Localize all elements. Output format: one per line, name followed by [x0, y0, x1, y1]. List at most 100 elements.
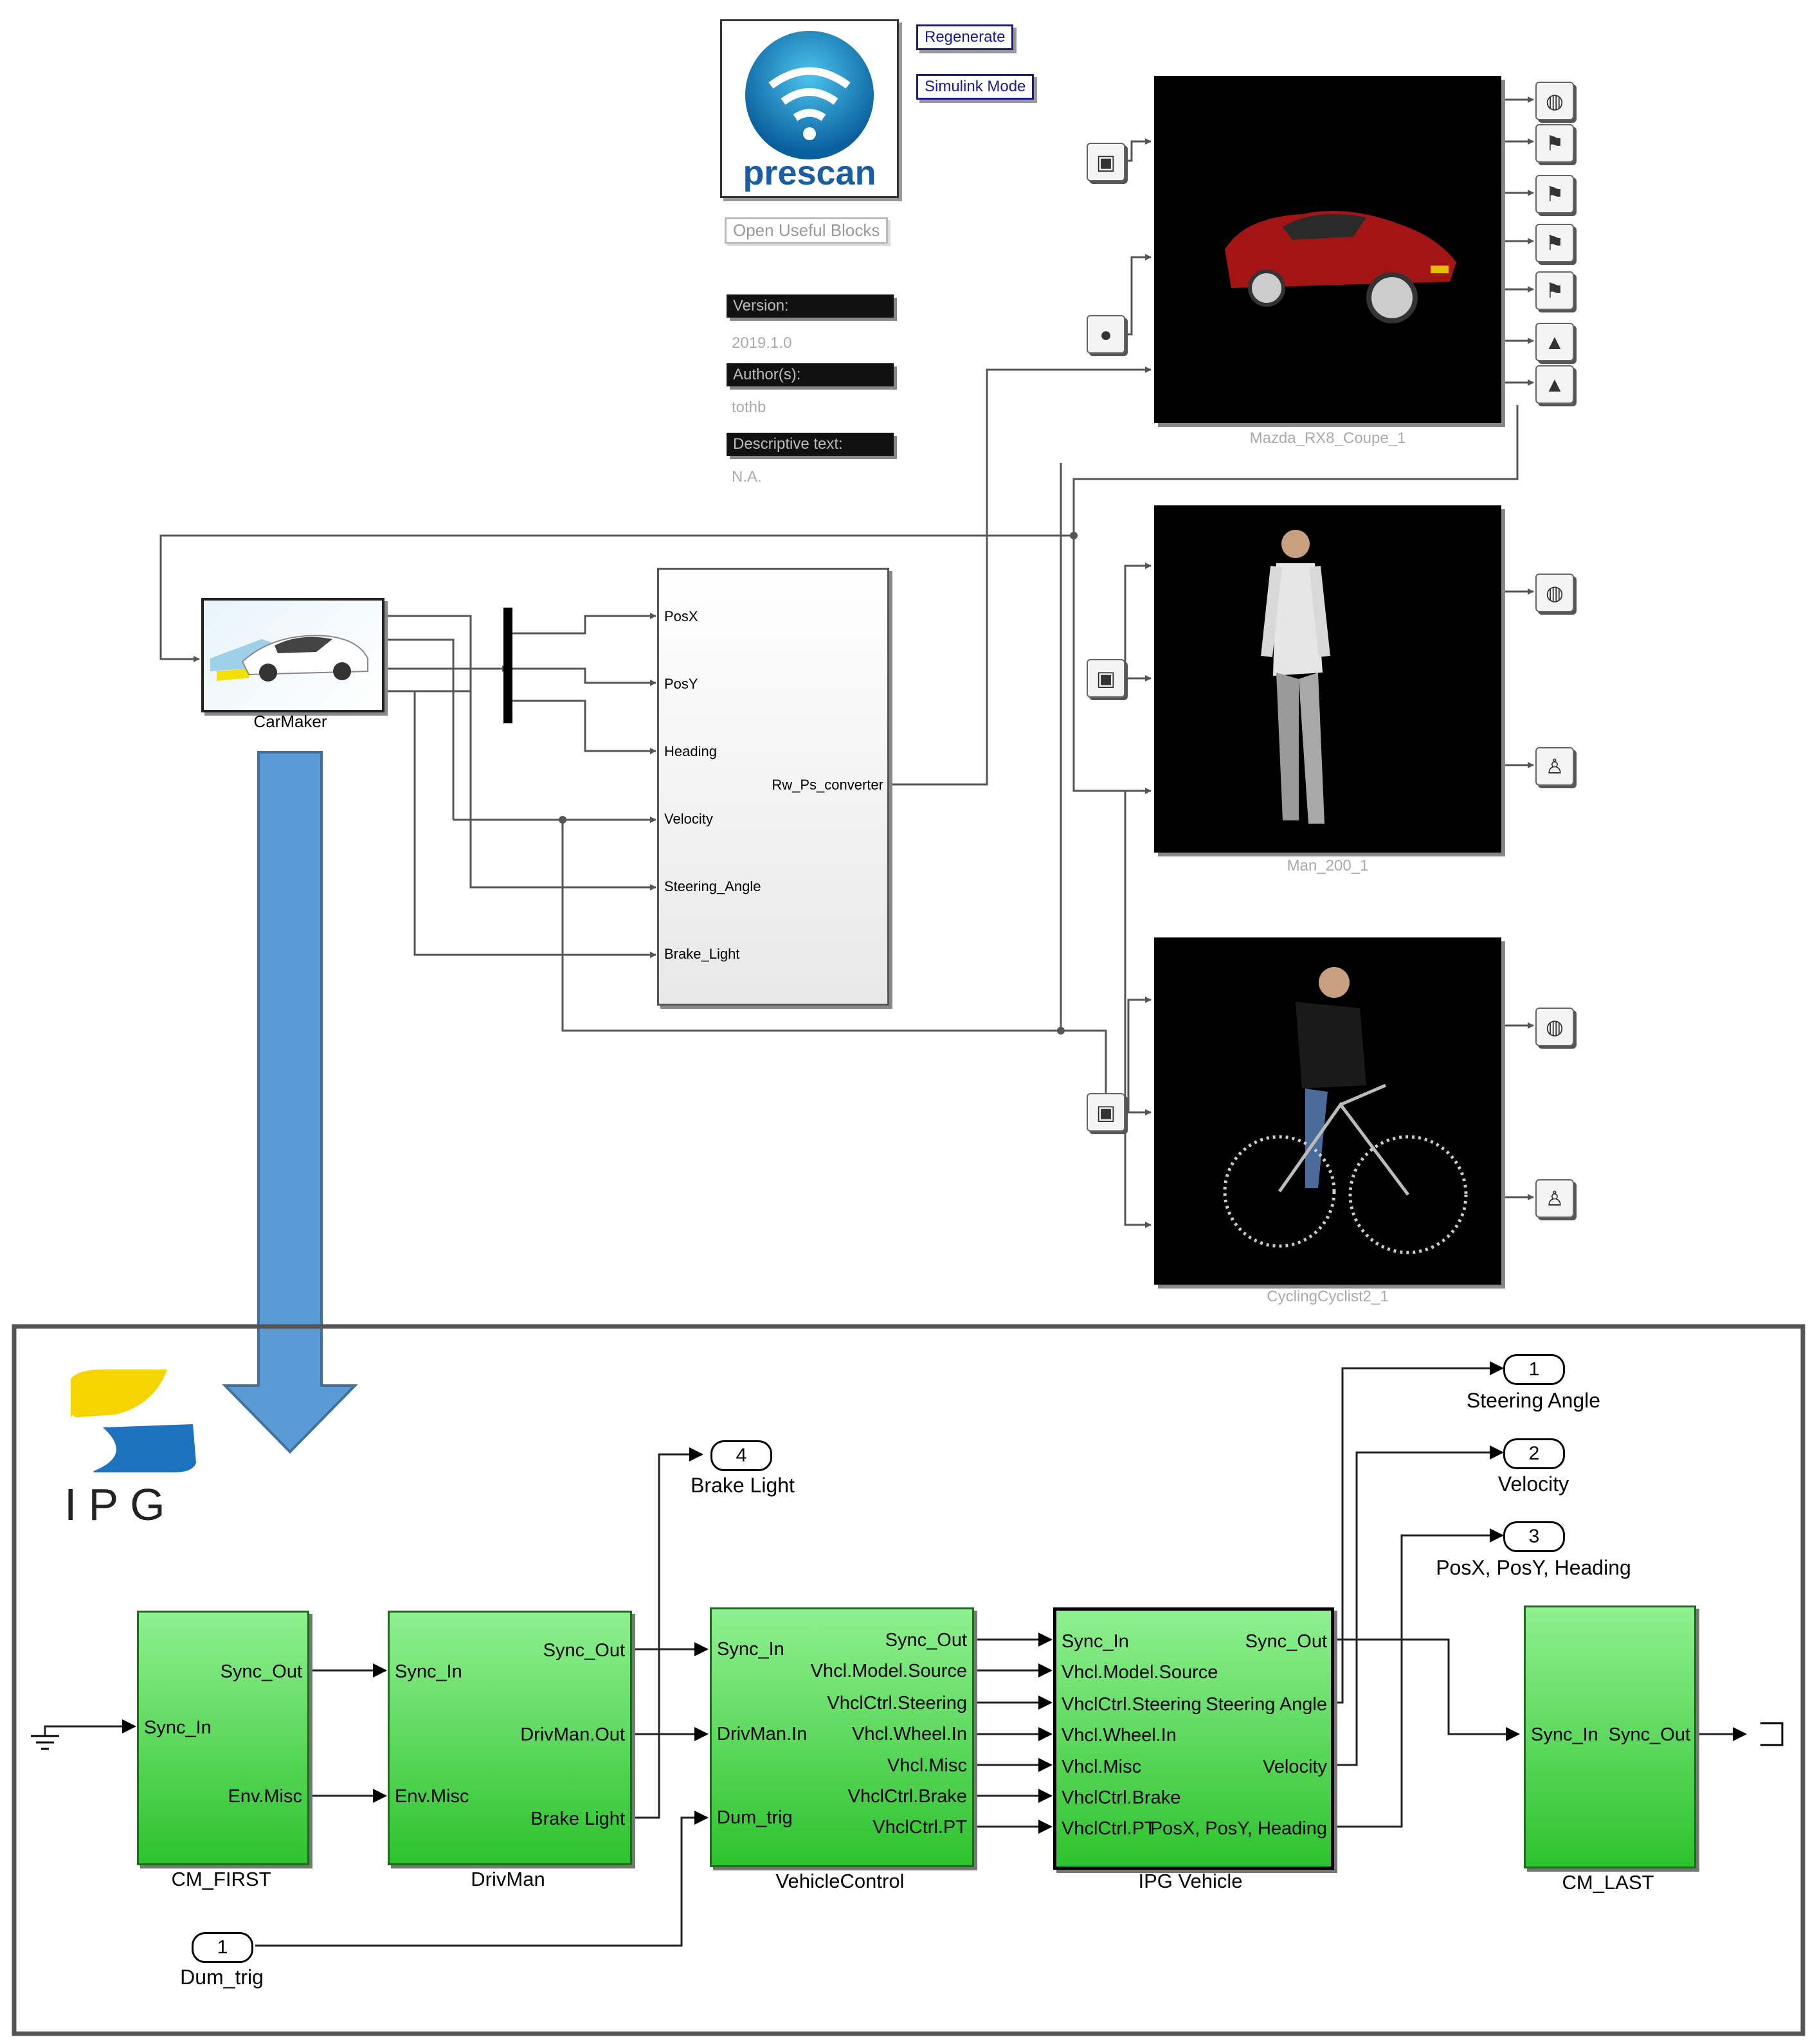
vehiclecontrol-out-sync: Sync_Out: [885, 1630, 967, 1651]
viewer-mazda-caption: Mazda_RX8_Coupe_1: [1249, 430, 1406, 447]
ipg-vehicle-out-velocity: Velocity: [1263, 1757, 1327, 1777]
ipg-vehicle-out-sync: Sync_Out: [1245, 1631, 1327, 1652]
pedestrian-render: [1261, 530, 1330, 824]
vehiclecontrol-label: VehicleControl: [775, 1870, 905, 1892]
ipg-vehicle-in-steering: VhclCtrl.Steering: [1062, 1694, 1202, 1715]
vehiclecontrol-out-model-source: Vhcl.Model.Source: [810, 1661, 967, 1681]
ipg-vehicle-in-pt: VhclCtrl.PT: [1062, 1818, 1156, 1839]
open-useful-blocks-button[interactable]: Open Useful Blocks: [725, 217, 889, 244]
descriptive-text-value: N.A.: [732, 468, 762, 485]
ipg-vehicle-block[interactable]: Sync_In Vhcl.Model.Source VhclCtrl.Steer…: [1053, 1607, 1334, 1870]
vehiclecontrol-out-pt: VhclCtrl.PT: [872, 1817, 967, 1838]
sensor-input-icon[interactable]: ▣: [1087, 143, 1125, 181]
ipg-vehicle-in-wheel: Vhcl.Wheel.In: [1062, 1725, 1177, 1746]
outport-steering-angle[interactable]: 1: [1503, 1354, 1565, 1385]
outport-velocity-label: Velocity: [1497, 1472, 1569, 1496]
input-port-velocity: Velocity: [664, 811, 713, 827]
regenerate-button[interactable]: Regenerate: [916, 24, 1014, 50]
ipg-emblem-icon: [69, 1370, 196, 1474]
outport-brake-light[interactable]: 4: [710, 1440, 772, 1471]
prescan-logo[interactable]: prescan: [720, 19, 899, 198]
descriptive-text-header: Descriptive text:: [727, 433, 894, 456]
cm-first-in-sync: Sync_In: [144, 1717, 212, 1738]
vehiclecontrol-out-misc: Vhcl.Misc: [887, 1755, 967, 1776]
viewer-cyclist[interactable]: [1154, 937, 1501, 1285]
ipg-vehicle-in-misc: Vhcl.Misc: [1062, 1757, 1142, 1777]
ipg-vehicle-in-brake: VhclCtrl.Brake: [1062, 1787, 1181, 1808]
viewer-man-caption: Man_200_1: [1287, 857, 1369, 874]
person-output-icon[interactable]: ♙: [1535, 747, 1574, 786]
authors-value: tothb: [732, 399, 766, 416]
version-value: 2019.1.0: [732, 334, 792, 352]
inport-dum-trig[interactable]: 1: [192, 1932, 253, 1963]
viewer-man[interactable]: [1154, 505, 1501, 853]
input-port-posy: PosY: [664, 676, 698, 692]
drivman-in-env-misc: Env.Misc: [395, 1786, 469, 1807]
rw-ps-converter-block[interactable]: PosX PosY Heading Velocity Steering_Angl…: [657, 568, 889, 1006]
input-port-steering-angle: Steering_Angle: [664, 878, 761, 894]
vehiclecontrol-in-sync: Sync_In: [717, 1639, 784, 1660]
camera-output-icon[interactable]: ⚑: [1535, 124, 1574, 163]
carmaker-block[interactable]: [201, 598, 384, 712]
cm-first-out-env-misc: Env.Misc: [228, 1786, 302, 1807]
sensor-input-icon[interactable]: ▣: [1087, 659, 1125, 698]
carmaker-label: CarMaker: [253, 712, 327, 731]
drivman-out-sync: Sync_Out: [543, 1640, 625, 1661]
input-port-posx: PosX: [664, 608, 698, 624]
car-icon: [210, 635, 368, 682]
vehiclecontrol-in-dum-trig: Dum_trig: [717, 1807, 793, 1828]
vehiclecontrol-out-wheel: Vhcl.Wheel.In: [852, 1724, 967, 1744]
cm-first-block[interactable]: Sync_In Sync_Out Env.Misc: [137, 1611, 309, 1865]
globe-output-icon[interactable]: ◍: [1535, 574, 1574, 612]
terrain-output-icon[interactable]: ▲: [1535, 365, 1574, 404]
viewer-cyclist-caption: CyclingCyclist2_1: [1267, 1288, 1389, 1305]
cm-last-out-sync: Sync_Out: [1608, 1724, 1690, 1745]
camera-output-icon[interactable]: ⚑: [1535, 175, 1574, 213]
output-port-converter: Rw_Ps_converter: [772, 777, 883, 793]
vehiclecontrol-block[interactable]: Sync_In DrivMan.In Dum_trig Sync_Out Vhc…: [710, 1607, 974, 1867]
outport-velocity[interactable]: 2: [1503, 1438, 1565, 1469]
globe-input-icon[interactable]: ●: [1087, 315, 1125, 354]
outport-posx-posy-heading[interactable]: 3: [1503, 1521, 1565, 1552]
input-port-brake-light: Brake_Light: [664, 946, 740, 962]
wifi-logo-icon: [745, 31, 874, 159]
viewer-mazda[interactable]: [1154, 76, 1501, 423]
cm-last-in-sync: Sync_In: [1531, 1724, 1598, 1745]
outport-brake-light-label: Brake Light: [691, 1474, 795, 1497]
vehiclecontrol-out-brake: VhclCtrl.Brake: [847, 1786, 967, 1807]
cm-first-out-sync: Sync_Out: [220, 1661, 302, 1682]
mux-block[interactable]: [503, 608, 512, 723]
ipg-logo: IPG: [64, 1366, 206, 1530]
ipg-logo-text: IPG: [64, 1479, 177, 1530]
drivman-label: DrivMan: [471, 1868, 545, 1890]
outport-steering-angle-label: Steering Angle: [1466, 1389, 1601, 1412]
cm-last-label: CM_LAST: [1562, 1871, 1654, 1894]
ipg-vehicle-out-steering-angle: Steering Angle: [1206, 1694, 1327, 1715]
cyclist-render: [1223, 967, 1468, 1254]
outport-posx-posy-heading-label: PosX, PosY, Heading: [1436, 1556, 1631, 1579]
vehiclecontrol-out-steering: VhclCtrl.Steering: [827, 1693, 967, 1714]
globe-output-icon[interactable]: ◍: [1535, 82, 1574, 120]
simulink-mode-button[interactable]: Simulink Mode: [916, 74, 1035, 100]
terrain-output-icon[interactable]: ▲: [1535, 323, 1574, 361]
cm-first-label: CM_FIRST: [171, 1868, 271, 1890]
drivman-out-drivman: DrivMan.Out: [520, 1724, 625, 1745]
ipg-vehicle-out-pos-heading: PosX, PosY, Heading: [1150, 1818, 1327, 1839]
ipg-vehicle-in-sync: Sync_In: [1062, 1631, 1129, 1652]
drivman-in-sync: Sync_In: [395, 1661, 462, 1682]
ipg-vehicle-in-model-source: Vhcl.Model.Source: [1062, 1662, 1218, 1683]
camera-output-icon[interactable]: ⚑: [1535, 224, 1574, 262]
inport-dum-trig-label: Dum_trig: [180, 1966, 264, 1989]
ipg-vehicle-label: IPG Vehicle: [1138, 1870, 1243, 1892]
vehiclecontrol-in-drivman: DrivMan.In: [717, 1724, 808, 1744]
prescan-logo-text: prescan: [743, 154, 876, 192]
input-port-heading: Heading: [664, 743, 717, 759]
cm-last-block[interactable]: Sync_In Sync_Out: [1524, 1605, 1696, 1868]
drivman-out-brake-light: Brake Light: [530, 1809, 625, 1829]
drivman-block[interactable]: Sync_In Env.Misc Sync_Out DrivMan.Out Br…: [388, 1611, 632, 1865]
globe-output-icon[interactable]: ◍: [1535, 1008, 1574, 1046]
sensor-input-icon[interactable]: ▣: [1087, 1093, 1125, 1132]
red-car-render: [1225, 211, 1456, 323]
camera-output-icon[interactable]: ⚑: [1535, 271, 1574, 310]
person-output-icon[interactable]: ♙: [1535, 1179, 1574, 1218]
